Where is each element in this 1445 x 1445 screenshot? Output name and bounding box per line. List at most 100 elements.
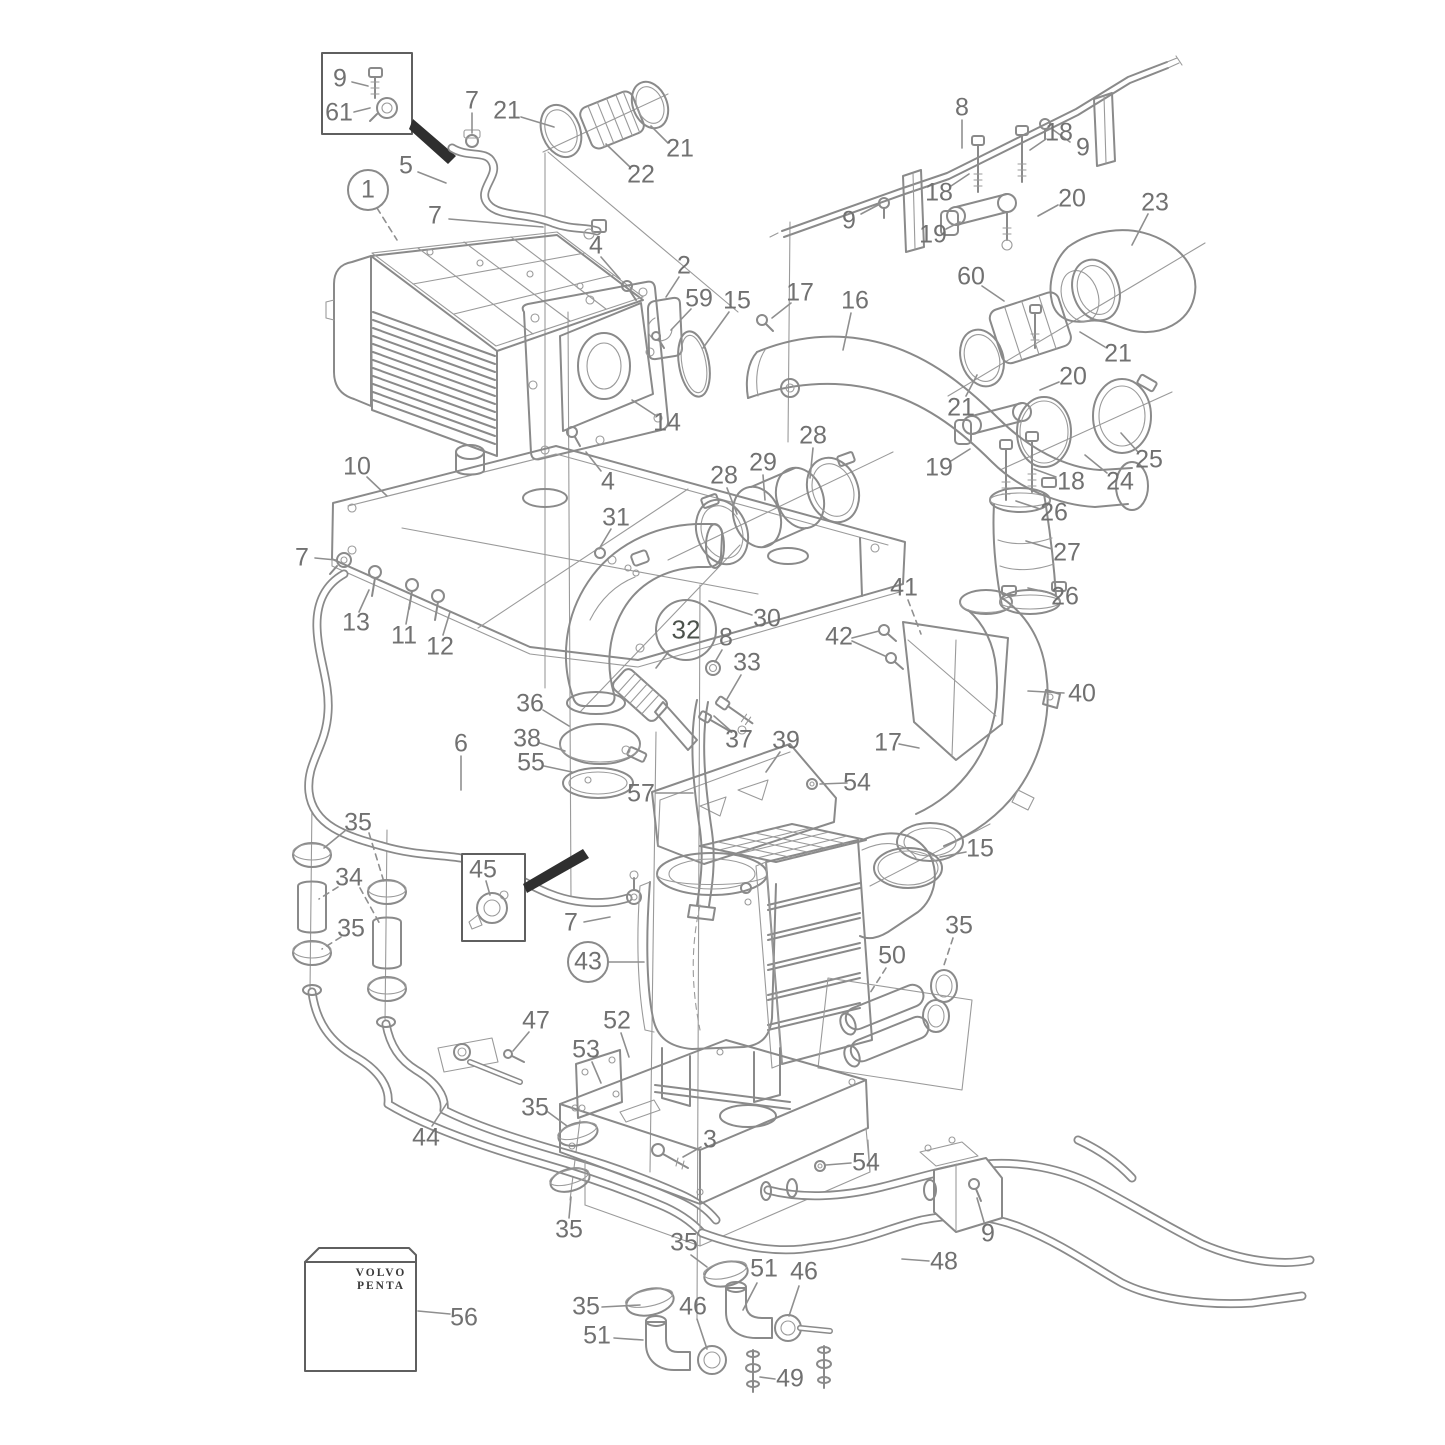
- part-label-54[interactable]: 54: [843, 768, 871, 797]
- part-label-27[interactable]: 27: [1053, 538, 1081, 567]
- leader-line: [1025, 540, 1053, 550]
- part-label-60[interactable]: 60: [957, 262, 985, 291]
- part-label-30[interactable]: 30: [753, 604, 781, 633]
- part-label-55[interactable]: 55: [517, 748, 545, 777]
- part-label-7[interactable]: 7: [465, 86, 479, 115]
- part-label-8[interactable]: 8: [955, 93, 969, 122]
- part-label-21[interactable]: 21: [666, 134, 694, 163]
- part-label-56[interactable]: 56: [450, 1303, 478, 1332]
- part-label-57[interactable]: 57: [627, 779, 655, 808]
- part-label-22[interactable]: 22: [627, 160, 655, 189]
- part-label-20[interactable]: 20: [1058, 184, 1086, 213]
- leader-line: [359, 887, 382, 927]
- part-label-21[interactable]: 21: [493, 96, 521, 125]
- part-label-28[interactable]: 28: [710, 461, 738, 490]
- leader-line: [600, 256, 621, 280]
- part-label-26[interactable]: 26: [1051, 582, 1079, 611]
- part-label-36[interactable]: 36: [516, 689, 544, 718]
- part-label-54[interactable]: 54: [852, 1148, 880, 1177]
- part-label-37[interactable]: 37: [725, 725, 753, 754]
- part-label-26[interactable]: 26: [1040, 498, 1068, 527]
- part-label-20[interactable]: 20: [1059, 362, 1087, 391]
- part-label-19[interactable]: 19: [919, 220, 947, 249]
- part-label-1[interactable]: 1: [361, 175, 375, 204]
- part-label-35[interactable]: 35: [945, 911, 973, 940]
- part-label-29[interactable]: 29: [749, 448, 777, 477]
- part-label-49[interactable]: 49: [776, 1364, 804, 1393]
- part-label-45[interactable]: 45: [469, 855, 497, 884]
- part-label-17[interactable]: 17: [874, 728, 902, 757]
- part-label-9[interactable]: 9: [1076, 133, 1090, 162]
- part-label-33[interactable]: 33: [733, 648, 761, 677]
- part-label-46[interactable]: 46: [790, 1257, 818, 1286]
- part-label-21[interactable]: 21: [1104, 339, 1132, 368]
- part-label-35[interactable]: 35: [670, 1228, 698, 1257]
- part-label-51[interactable]: 51: [583, 1321, 611, 1350]
- part-label-9[interactable]: 9: [842, 206, 856, 235]
- part-label-38[interactable]: 38: [513, 724, 541, 753]
- part-label-61[interactable]: 61: [325, 98, 353, 127]
- part-label-42[interactable]: 42: [825, 622, 853, 651]
- part-label-6[interactable]: 6: [454, 729, 468, 758]
- part-label-5[interactable]: 5: [399, 151, 413, 180]
- part-label-47[interactable]: 47: [522, 1006, 550, 1035]
- highlighted-part-label-32[interactable]: 32: [671, 614, 701, 645]
- part-label-52[interactable]: 52: [603, 1006, 631, 1035]
- leader-line: [591, 1061, 602, 1084]
- part-label-35[interactable]: 35: [337, 914, 365, 943]
- part-label-16[interactable]: 16: [841, 286, 869, 315]
- part-label-18[interactable]: 18: [1057, 467, 1085, 496]
- part-label-59[interactable]: 59: [685, 284, 713, 313]
- part-label-35[interactable]: 35: [344, 808, 372, 837]
- leader-line: [321, 936, 342, 950]
- leader-line: [942, 937, 954, 969]
- part-label-46[interactable]: 46: [679, 1292, 707, 1321]
- part-label-8[interactable]: 8: [719, 623, 733, 652]
- part-label-50[interactable]: 50: [878, 941, 906, 970]
- part-label-19[interactable]: 19: [925, 453, 953, 482]
- part-label-48[interactable]: 48: [930, 1247, 958, 1276]
- part-label-35[interactable]: 35: [555, 1215, 583, 1244]
- part-label-9[interactable]: 9: [981, 1219, 995, 1248]
- part-label-2[interactable]: 2: [677, 251, 691, 280]
- part-label-40[interactable]: 40: [1068, 679, 1096, 708]
- part-label-4[interactable]: 4: [601, 467, 615, 496]
- leader-line: [539, 742, 566, 752]
- part-label-51[interactable]: 51: [750, 1254, 778, 1283]
- part-label-28[interactable]: 28: [799, 421, 827, 450]
- part-label-9[interactable]: 9: [333, 64, 347, 93]
- part-label-43[interactable]: 43: [574, 947, 602, 976]
- part-label-24[interactable]: 24: [1106, 467, 1134, 496]
- leader-line: [1120, 432, 1139, 453]
- leader-line: [708, 600, 753, 616]
- part-label-34[interactable]: 34: [335, 863, 363, 892]
- part-label-4[interactable]: 4: [589, 231, 603, 260]
- part-label-11[interactable]: 11: [391, 621, 417, 650]
- part-label-10[interactable]: 10: [343, 452, 371, 481]
- part-label-7[interactable]: 7: [428, 201, 442, 230]
- part-label-7[interactable]: 7: [564, 908, 578, 937]
- part-label-21[interactable]: 21: [947, 393, 975, 422]
- leader-line: [598, 528, 612, 550]
- part-label-13[interactable]: 13: [342, 608, 370, 637]
- part-label-18[interactable]: 18: [1045, 118, 1073, 147]
- part-label-14[interactable]: 14: [653, 408, 681, 437]
- leader-lines: [314, 81, 1149, 1380]
- part-label-15[interactable]: 15: [723, 286, 751, 315]
- part-label-35[interactable]: 35: [572, 1292, 600, 1321]
- part-label-23[interactable]: 23: [1141, 188, 1169, 217]
- part-label-25[interactable]: 25: [1135, 445, 1163, 474]
- part-label-12[interactable]: 12: [426, 632, 454, 661]
- part-label-18[interactable]: 18: [925, 178, 953, 207]
- inset-box-clamp-detail: [461, 849, 589, 942]
- part-label-15[interactable]: 15: [966, 834, 994, 863]
- part-label-7[interactable]: 7: [295, 543, 309, 572]
- part-label-35[interactable]: 35: [521, 1093, 549, 1122]
- part-label-41[interactable]: 41: [890, 573, 918, 602]
- part-label-53[interactable]: 53: [572, 1035, 600, 1064]
- part-label-31[interactable]: 31: [602, 503, 630, 532]
- part-label-17[interactable]: 17: [786, 278, 814, 307]
- part-label-39[interactable]: 39: [772, 726, 800, 755]
- part-label-44[interactable]: 44: [412, 1123, 440, 1152]
- part-label-3[interactable]: 3: [703, 1125, 717, 1154]
